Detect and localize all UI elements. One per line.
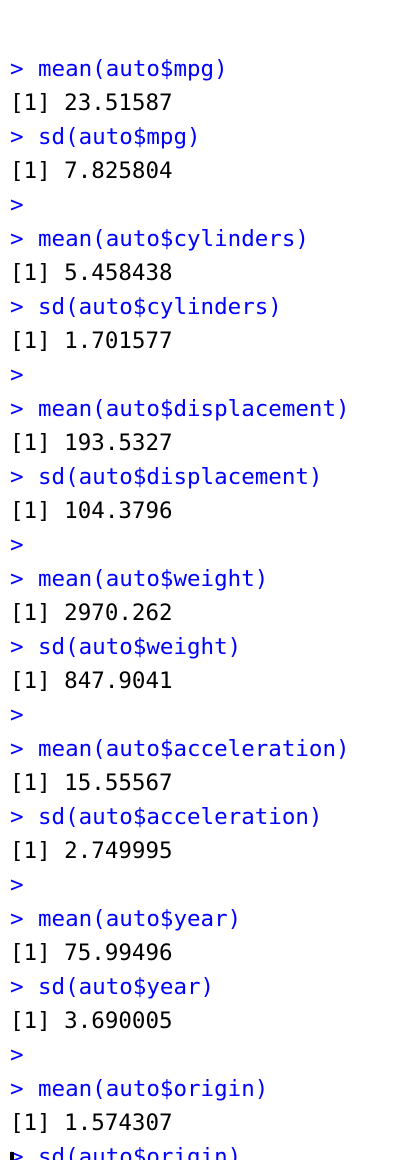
- console-command-line: > mean(auto$displacement): [0, 392, 404, 426]
- output-text: [1] 3.690005: [10, 1008, 173, 1034]
- command-text: mean(auto$origin): [38, 1076, 269, 1102]
- console-command-line: > mean(auto$weight): [0, 562, 404, 596]
- console-output-line: [1] 5.458438: [0, 256, 404, 290]
- console-lines: > mean(auto$mpg) [1] 23.51587 > sd(auto$mpg)…: [0, 52, 404, 1160]
- command-text: sd(auto$mpg): [38, 124, 201, 150]
- console-command-line: > mean(auto$origin): [0, 1072, 404, 1106]
- prompt-symbol: >: [10, 362, 24, 388]
- prompt-symbol: >: [10, 1144, 24, 1160]
- prompt-symbol: >: [10, 294, 24, 320]
- console-output-line: [1] 1.701577: [0, 324, 404, 358]
- console-empty-prompt-line: >: [0, 1038, 404, 1072]
- console-output-line: [1] 2.749995: [0, 834, 404, 868]
- console-empty-prompt-line: >: [0, 358, 404, 392]
- command-text: sd(auto$displacement): [38, 464, 323, 490]
- output-text: [1] 7.825804: [10, 158, 173, 184]
- console-command-line: > mean(auto$mpg): [0, 52, 404, 86]
- console-command-line: > sd(auto$weight): [0, 630, 404, 664]
- prompt-symbol: >: [10, 396, 24, 422]
- console-command-line: > sd(auto$cylinders): [0, 290, 404, 324]
- console-command-line: > sd(auto$mpg): [0, 120, 404, 154]
- console-output-line: [1] 104.3796: [0, 494, 404, 528]
- output-text: [1] 1.701577: [10, 328, 173, 354]
- output-text: [1] 75.99496: [10, 940, 173, 966]
- prompt-symbol: >: [10, 56, 24, 82]
- command-text: mean(auto$displacement): [38, 396, 350, 422]
- console-command-line: > sd(auto$acceleration): [0, 800, 404, 834]
- command-text: mean(auto$mpg): [38, 56, 228, 82]
- prompt-symbol: >: [10, 974, 24, 1000]
- command-text: sd(auto$cylinders): [38, 294, 282, 320]
- console-output-line: [1] 15.55567: [0, 766, 404, 800]
- command-text: sd(auto$origin): [38, 1144, 242, 1160]
- command-text: sd(auto$acceleration): [38, 804, 323, 830]
- console-output-line: [1] 7.825804: [0, 154, 404, 188]
- prompt-symbol: >: [10, 1076, 24, 1102]
- console-command-line: > sd(auto$year): [0, 970, 404, 1004]
- console-command-line: > mean(auto$year): [0, 902, 404, 936]
- command-text: mean(auto$cylinders): [38, 226, 309, 252]
- prompt-symbol: >: [10, 192, 24, 218]
- output-text: [1] 5.458438: [10, 260, 173, 286]
- output-text: [1] 1.574307: [10, 1110, 173, 1136]
- prompt-symbol: >: [10, 1042, 24, 1068]
- command-text: mean(auto$year): [38, 906, 242, 932]
- prompt-symbol: >: [10, 804, 24, 830]
- prompt-symbol: >: [10, 226, 24, 252]
- command-text: mean(auto$acceleration): [38, 736, 350, 762]
- console-output-line: [1] 193.5327: [0, 426, 404, 460]
- prompt-symbol: >: [10, 566, 24, 592]
- prompt-symbol: >: [10, 906, 24, 932]
- console-command-line: > sd(auto$origin): [0, 1140, 404, 1160]
- prompt-symbol: >: [10, 532, 24, 558]
- console-command-line: > mean(auto$cylinders): [0, 222, 404, 256]
- console-empty-prompt-line: >: [0, 698, 404, 732]
- output-text: [1] 2.749995: [10, 838, 173, 864]
- command-text: sd(auto$weight): [38, 634, 242, 660]
- prompt-symbol: >: [10, 872, 24, 898]
- console-command-line: > sd(auto$displacement): [0, 460, 404, 494]
- command-text: mean(auto$weight): [38, 566, 269, 592]
- prompt-symbol: >: [10, 464, 24, 490]
- output-text: [1] 23.51587: [10, 90, 173, 116]
- console-output-line: [1] 3.690005: [0, 1004, 404, 1038]
- text-cursor: [10, 1152, 14, 1160]
- output-text: [1] 2970.262: [10, 600, 173, 626]
- prompt-symbol: >: [10, 634, 24, 660]
- command-text: sd(auto$year): [38, 974, 215, 1000]
- output-text: [1] 193.5327: [10, 430, 173, 456]
- prompt-symbol: >: [10, 702, 24, 728]
- output-text: [1] 15.55567: [10, 770, 173, 796]
- console-output-line: [1] 2970.262: [0, 596, 404, 630]
- prompt-symbol: >: [10, 124, 24, 150]
- console-empty-prompt-line: >: [0, 528, 404, 562]
- console-empty-prompt-line: >: [0, 868, 404, 902]
- output-text: [1] 104.3796: [10, 498, 173, 524]
- console-output-line: [1] 23.51587: [0, 86, 404, 120]
- console-command-line: > mean(auto$acceleration): [0, 732, 404, 766]
- output-text: [1] 847.9041: [10, 668, 173, 694]
- console-output-line: [1] 1.574307: [0, 1106, 404, 1140]
- prompt-symbol: >: [10, 736, 24, 762]
- console-empty-prompt-line: >: [0, 188, 404, 222]
- console-output-line: [1] 75.99496: [0, 936, 404, 970]
- console-output-line: [1] 847.9041: [0, 664, 404, 698]
